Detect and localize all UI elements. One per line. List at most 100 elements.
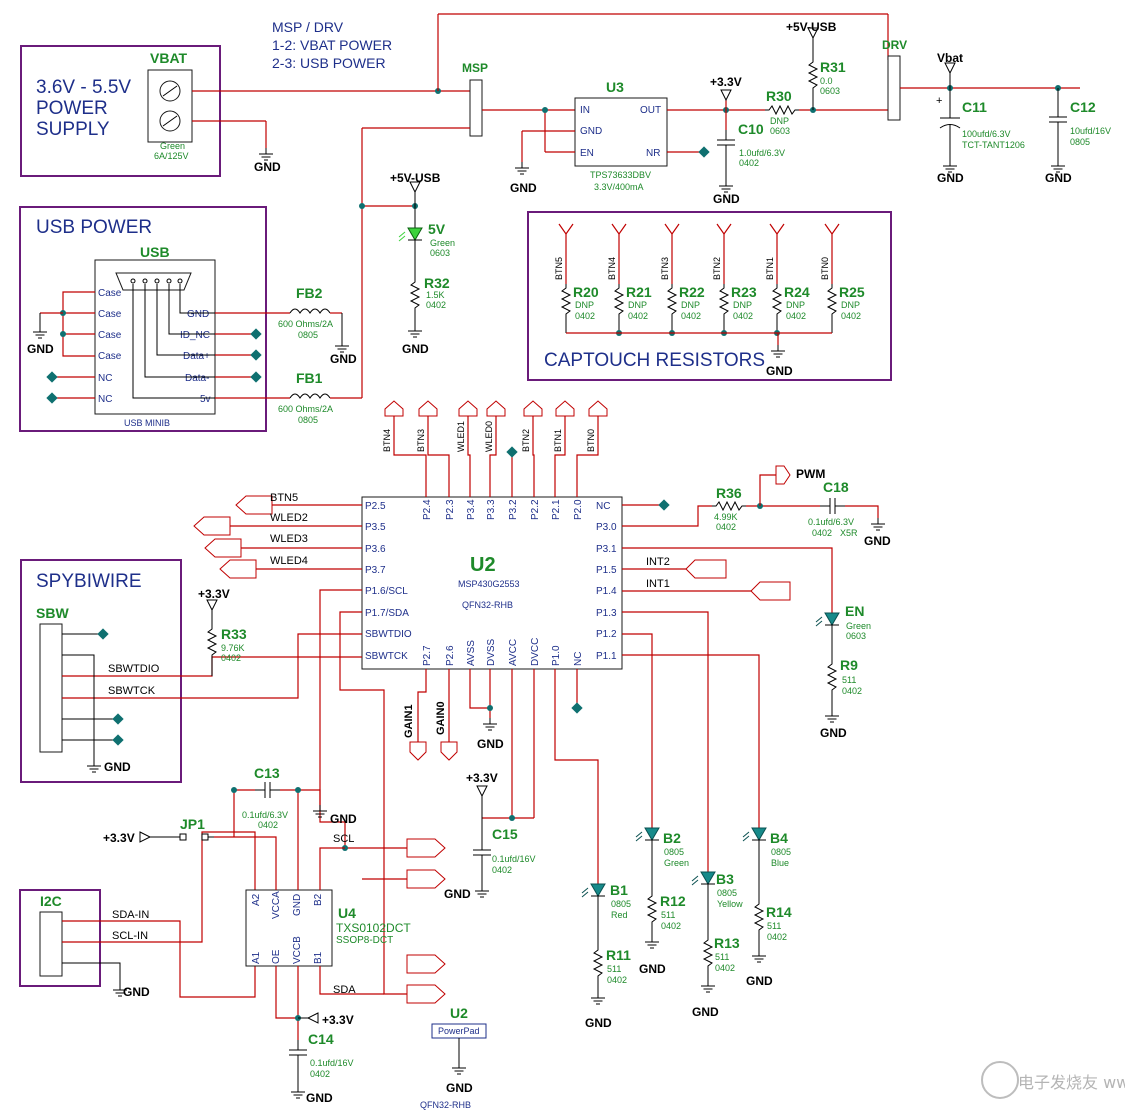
powerpad-label: PowerPad	[438, 1026, 480, 1036]
usb-pin-case-4: Case	[98, 351, 122, 362]
sbw-ref: SBW	[36, 605, 69, 621]
r32-value: 1.5K	[426, 290, 445, 300]
r12-ref: R12	[660, 893, 686, 909]
captouch-block	[527, 211, 892, 381]
u2-pin-top: P3.2	[508, 499, 519, 520]
u2-pin-left: P3.5	[365, 522, 386, 533]
u2-top-net-label: WLED0	[484, 421, 494, 452]
u2-pin-left: SBWTCK	[365, 651, 408, 662]
r14-pkg: 0402	[767, 932, 787, 942]
u3-pin-in: IN	[580, 105, 590, 116]
u4-ref: U4	[338, 905, 356, 921]
u4-pin-b1: B1	[313, 951, 324, 964]
c18-dielectric: X5R	[840, 528, 858, 538]
fb2-value: 600 Ohms/2A	[278, 319, 333, 329]
r33-value: 9.76K	[221, 643, 245, 653]
c12-value: 10ufd/16V	[1070, 126, 1111, 136]
usb-ref: USB	[140, 244, 170, 260]
c11-ref: C11	[962, 99, 987, 115]
b4-ref: B4	[770, 830, 788, 846]
u3-pin-nr: NR	[646, 148, 660, 159]
note-jumper-23: 2-3: USB POWER	[272, 55, 386, 71]
gnd-label-sbw: GND	[104, 760, 131, 774]
u2-pin-top: P2.3	[445, 499, 456, 520]
c10-pkg: 0402	[739, 158, 759, 168]
en-led-pkg: 0603	[846, 631, 866, 641]
net-sda: SDA	[333, 984, 356, 996]
r13-pkg: 0402	[715, 963, 735, 973]
r32-ref: R32	[424, 275, 450, 291]
captouch-net-label: BTN4	[607, 257, 617, 280]
u2-top-net-label: BTN3	[416, 429, 426, 452]
r30-ref: R30	[766, 88, 792, 104]
ps-line3: SUPPLY	[36, 119, 110, 140]
r14-value: 511	[767, 921, 781, 931]
u4-pin-a1: A1	[251, 951, 262, 964]
u3-regulator: IN GND EN OUT NR U3 TPS73633DBV 3.3V/400…	[574, 79, 668, 192]
net-gain0: GAIN0	[435, 701, 447, 735]
u2-pin-top: P2.2	[530, 499, 541, 520]
u3-rating: 3.3V/400mA	[594, 182, 644, 192]
b4-pkg: 0805	[771, 847, 791, 857]
r36-ref: R36	[716, 485, 742, 501]
u2-pin-left: SBWTDIO	[365, 629, 412, 640]
c15-pkg: 0402	[492, 865, 512, 875]
c18-ref: C18	[823, 479, 849, 495]
gnd-label-c14: GND	[306, 1091, 333, 1105]
captouch-value: DNP	[786, 300, 805, 310]
u4-pin-vcca: VCCA	[271, 891, 282, 919]
net-sbwtck: SBWTCK	[108, 685, 156, 697]
c13-ref: C13	[254, 765, 280, 781]
net-sda-in: SDA-IN	[112, 909, 149, 921]
jp1-ref: JP1	[180, 816, 205, 832]
c14-pkg: 0402	[310, 1069, 330, 1079]
gnd-label-c10: GND	[713, 192, 740, 206]
gnd-label-c12: GND	[1045, 171, 1072, 185]
gnd-label-ps: GND	[254, 160, 281, 174]
u2-top-net-label: BTN0	[586, 429, 596, 452]
led5v-ref: 5V	[428, 221, 446, 237]
u2-pin-bottom: DVCC	[530, 638, 541, 666]
vbat-conn-ref: VBAT	[150, 50, 188, 66]
u2-p32-nc	[506, 446, 518, 497]
u2-top-net-label: BTN4	[382, 429, 392, 452]
u2-pp-ref: U2	[450, 1005, 468, 1021]
i2c-block	[19, 889, 101, 987]
c12-ref: C12	[1070, 99, 1096, 115]
u2-pin-left: P3.6	[365, 544, 386, 555]
v33-label-u3: +3.3V	[710, 75, 742, 89]
u2-top-net-label: BTN2	[521, 429, 531, 452]
b1-pkg: 0805	[611, 899, 631, 909]
fb2-pkg: 0805	[298, 330, 318, 340]
net-gain1: GAIN1	[403, 704, 415, 738]
u2-pin-top: P3.4	[466, 499, 477, 520]
captouch-pkg: 0402	[786, 311, 806, 321]
u2-top-net-btn0: BTN0	[576, 400, 608, 497]
gnd-label-u3: GND	[510, 181, 537, 195]
watermark: 电子发烧友 www.elecfans.com	[981, 1061, 1125, 1099]
u2-pin-top: P2.0	[573, 499, 584, 520]
u2-top-net-btn4: BTN4	[382, 400, 427, 497]
usb-power-block	[19, 206, 267, 432]
u2-pin-right: P3.1	[596, 544, 617, 555]
i2c-ref: I2C	[40, 893, 62, 909]
r31-ref: R31	[820, 59, 846, 75]
c15-ref: C15	[492, 826, 518, 842]
r11-ref: R11	[606, 947, 631, 963]
r9-ref: R9	[840, 657, 858, 673]
u2-powerpad: PowerPad U2 GND QFN32-RHB	[420, 1005, 487, 1110]
captouch-resistors: BTN5R20DNP0402BTN4R21DNP0402BTN3R22DNP04…	[554, 223, 865, 336]
r12-value: 511	[661, 910, 675, 920]
u4-pin-b2: B2	[313, 893, 324, 906]
b3-color: Yellow	[717, 899, 743, 909]
gnd-label-r14: GND	[746, 974, 773, 988]
pp-pkg: QFN32-RHB	[420, 1100, 471, 1110]
u2-pin-bottom: DVSS	[486, 638, 497, 666]
fb1-value: 600 Ohms/2A	[278, 404, 333, 414]
u2-pin-bottom: AVCC	[508, 639, 519, 666]
